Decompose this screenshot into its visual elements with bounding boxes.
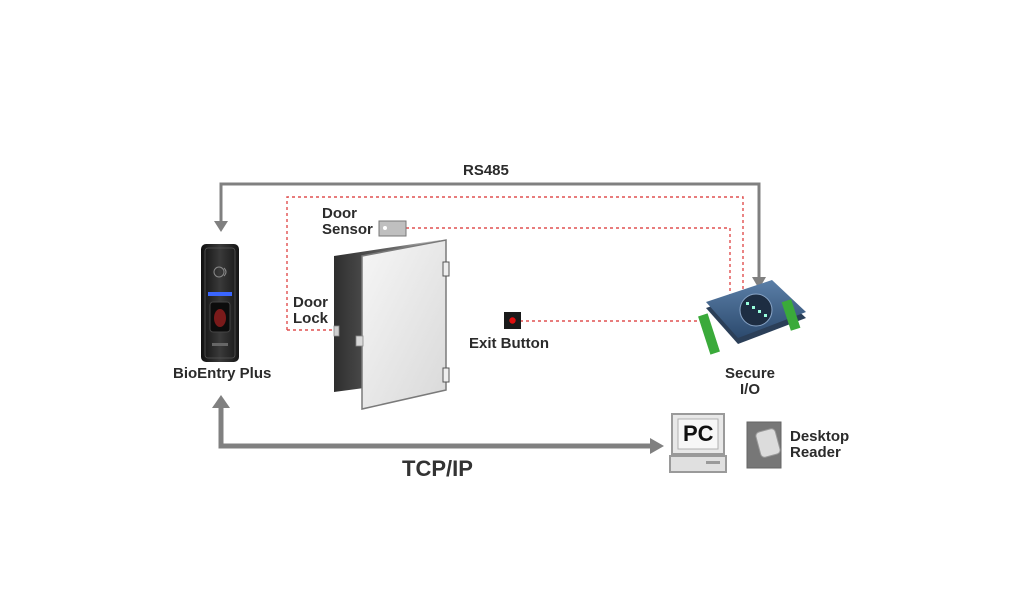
rs485-label: RS485 (463, 162, 509, 179)
desktop-reader-label: Desktop Reader (790, 429, 849, 461)
bioentry-plus-device (201, 244, 239, 362)
bioentry-plus-label: BioEntry Plus (173, 365, 272, 382)
door (334, 239, 450, 410)
secure-io-device (698, 280, 806, 355)
door-lock-label-line1: Door (293, 294, 328, 311)
door-lock-label-line2: Lock (293, 310, 329, 327)
door-sensor-label-line2: Sensor (322, 221, 373, 238)
door-sensor-label-line1: Door (322, 205, 357, 222)
door-lock-device (333, 325, 340, 337)
rs485-connection (214, 182, 766, 289)
secure-io-label: Secure I/O (714, 366, 786, 398)
tcpip-connection (212, 395, 664, 454)
secure-io-label-line2: I/O (739, 381, 760, 398)
secure-io-label-line1: Secure (724, 365, 776, 382)
desktop-reader-device (746, 421, 782, 469)
exit-button-label: Exit Button (469, 335, 549, 352)
tcpip-label: TCP/IP (402, 456, 473, 481)
dotted-wiring (286, 196, 744, 331)
door-sensor-device (378, 220, 407, 237)
desktop-reader-label-line2: Reader (790, 444, 841, 461)
pc-label: PC (683, 421, 714, 446)
pc-device (669, 413, 727, 473)
door-lock-label: Door Lock (293, 295, 328, 327)
exit-button-device (504, 312, 521, 329)
door-sensor-label: Door Sensor (322, 206, 373, 238)
desktop-reader-label-line1: Desktop (790, 428, 850, 445)
